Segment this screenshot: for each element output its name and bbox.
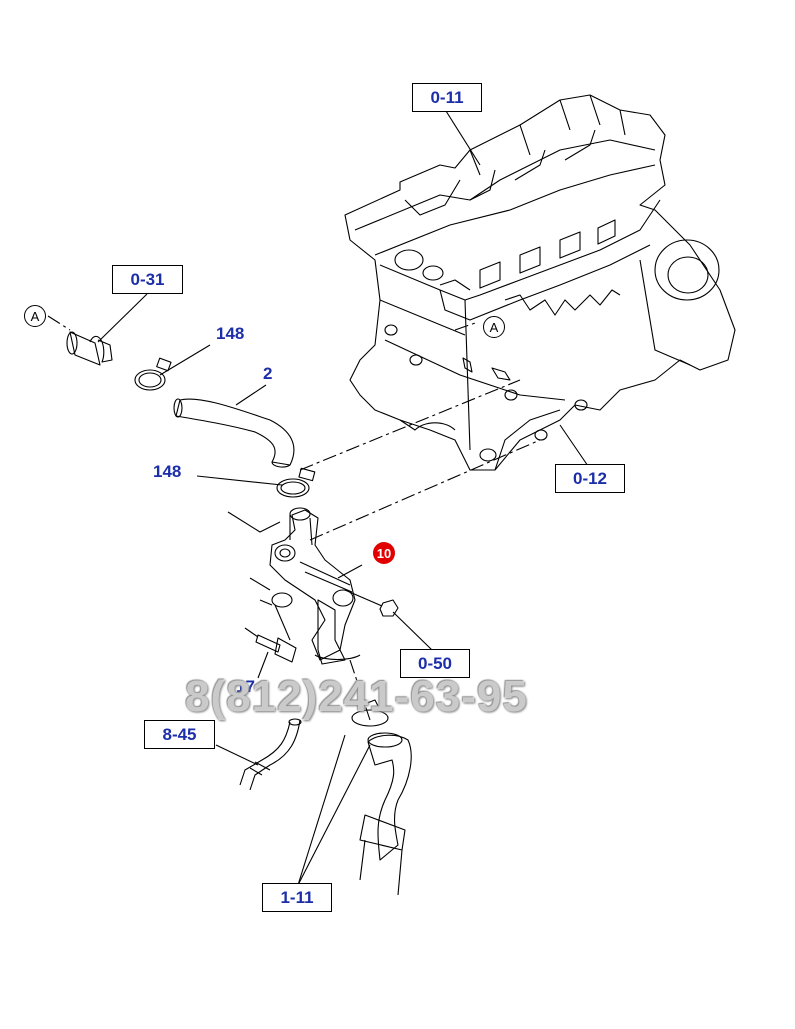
ref-box-0-50[interactable]: 0-50	[400, 649, 470, 678]
ref-box-0-12[interactable]: 0-12	[555, 464, 625, 493]
ref-box-0-31[interactable]: 0-31	[112, 265, 183, 294]
part-number-17[interactable]: 17	[236, 677, 255, 696]
nut-part	[344, 589, 399, 617]
part-number-2[interactable]: 2	[263, 364, 273, 383]
hose-part	[173, 398, 295, 468]
ref-box-0-11[interactable]: 0-11	[412, 83, 482, 112]
circle-ref-a-block: A	[483, 316, 505, 338]
clamp-part	[134, 357, 172, 391]
circle-ref-a-left: A	[24, 305, 46, 327]
part-number-148-middle[interactable]: 148	[153, 462, 182, 481]
hose-end-part	[66, 331, 113, 366]
clamp-part	[276, 467, 316, 498]
ref-box-8-45[interactable]: 8-45	[144, 720, 215, 749]
engine-block-drawing	[344, 94, 736, 471]
ref-box-1-11[interactable]: 1-11	[262, 883, 332, 912]
phone-watermark: 8(812)241-63-95	[185, 672, 528, 721]
clamp-part	[351, 699, 389, 727]
water-outlet-housing	[227, 507, 361, 665]
hose-part	[239, 718, 302, 791]
bolt-part	[244, 627, 297, 663]
highlighted-part-marker[interactable]: 10	[373, 542, 395, 564]
hose-part	[359, 732, 412, 896]
part-number-148-top[interactable]: 148	[216, 324, 245, 343]
leader-lines	[97, 110, 589, 886]
